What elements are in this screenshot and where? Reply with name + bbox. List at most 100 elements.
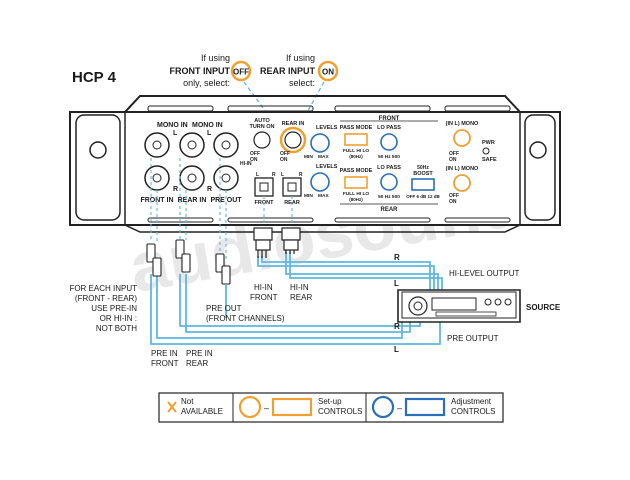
amplifier-panel <box>69 95 561 233</box>
wire-l-bottom: L <box>394 345 399 354</box>
pass-mode-label-rear: PASS MODE <box>340 168 373 174</box>
pre-in-rear-label-1: PRE IN <box>186 349 213 358</box>
diagram-title: HCP 4 <box>72 69 117 86</box>
auto-off-label: OFF <box>250 151 260 157</box>
lo-pass-knob-front[interactable] <box>380 133 398 151</box>
lo-pass-knob-rear[interactable] <box>380 173 398 191</box>
legend-setup-label-1: Set-up <box>318 397 342 406</box>
hi-front-l-label: L <box>256 172 259 178</box>
note-line-2: (FRONT - REAR) <box>75 294 137 303</box>
levels-label-rear: LEVELS <box>316 164 338 170</box>
rear-callout-if: If using <box>286 53 315 63</box>
pre-in-front-label-2: FRONT <box>151 359 179 368</box>
hi-in-label: HI-IN <box>240 161 252 167</box>
legend-adjust-label-2: CONTROLS <box>451 407 495 416</box>
auto-turn-on-switch[interactable] <box>253 131 271 149</box>
auto-turn-on-label-2: TURN ON <box>249 124 274 130</box>
safe-label: SAFE <box>482 157 497 163</box>
boost-switch[interactable] <box>411 178 435 191</box>
hi-rear-r-label: R <box>299 172 303 178</box>
rear-in-switch-highlight <box>279 126 307 154</box>
hi-in-rear-label-1: HI-IN <box>290 283 309 292</box>
mono-switch-rear[interactable] <box>453 174 471 192</box>
level-max-rear: MAX <box>318 193 329 199</box>
pass-mode-freq-front: (80Hz) <box>349 154 363 159</box>
hi-in-front-label-2: FRONT <box>250 293 278 302</box>
mono-in-label-1: MONO IN <box>157 122 188 129</box>
note-line-1: FOR EACH INPUT <box>69 284 137 293</box>
legend-setup-label-2: CONTROLS <box>318 407 362 416</box>
rear-off-label: OFF <box>280 151 290 157</box>
level-min-front: MIN <box>304 154 313 160</box>
rear-in-jack-l[interactable] <box>179 132 205 158</box>
rear-callout-tail: select: <box>289 78 315 88</box>
hi-in-rear-label-2: REAR <box>290 293 312 302</box>
rear-in-switch[interactable] <box>284 131 302 149</box>
jack-l-label-1: L <box>173 130 178 137</box>
front-in-jack-r[interactable] <box>144 165 170 191</box>
hi-in-plug-wires <box>257 250 295 258</box>
pass-mode-options-front: FULL HI LO <box>343 148 370 154</box>
boost-freq-label: 50Hz <box>417 165 429 171</box>
front-in-jack-l[interactable] <box>144 132 170 158</box>
in-l-mono-label-front: (IN L) MONO <box>446 121 479 127</box>
front-callout-state: OFF <box>233 68 249 77</box>
legend: Not AVAILABLE – Set-up CONTROLS – Adjust… <box>158 392 504 423</box>
hi-in-front-label-1: HI-IN <box>254 283 273 292</box>
pass-mode-switch-front[interactable] <box>344 133 368 146</box>
pwr-label: PWR <box>482 140 495 146</box>
in-l-mono-label-rear: (IN L) MONO <box>446 166 479 172</box>
jack-r-label-1: R <box>173 186 178 193</box>
head-unit <box>397 289 521 323</box>
hi-in-plugs <box>253 227 301 251</box>
hi-rear-l-label: L <box>281 172 284 178</box>
mono-front-off: OFF <box>449 151 459 157</box>
front-callout-if: If using <box>201 53 230 63</box>
rear-section-label: REAR <box>380 207 398 213</box>
pass-mode-switch-rear[interactable] <box>344 176 368 189</box>
levels-label-front: LEVELS <box>316 125 338 131</box>
mono-rear-off: OFF <box>449 193 459 199</box>
level-knob-front[interactable] <box>310 133 330 153</box>
rear-in-label: REAR IN <box>178 197 207 204</box>
input-note: FOR EACH INPUT (FRONT - REAR) USE PRE-IN… <box>69 284 137 333</box>
front-callout-setup-icon <box>230 60 252 82</box>
mono-rear-on: ON <box>449 199 457 205</box>
wire-r-bottom: R <box>394 322 400 331</box>
pre-out-cable-label-1: PRE OUT <box>206 304 242 313</box>
pass-mode-options-rear: FULL HI LO <box>343 191 370 197</box>
pre-out-label: PRE OUT <box>210 197 242 204</box>
pre-output-label: PRE OUTPUT <box>447 334 499 343</box>
legend-not-label-2: AVAILABLE <box>181 407 223 416</box>
source-label: SOURCE <box>526 303 561 312</box>
rear-callout-pointer <box>295 81 325 133</box>
rear-in-jack-r[interactable] <box>179 165 205 191</box>
jack-leader-lines <box>150 158 293 262</box>
note-line-5: NOT BOTH <box>96 324 137 333</box>
pwr-led-icon <box>482 147 490 155</box>
lo-pass-scale-rear: 50 Hz 500 <box>378 194 400 200</box>
hi-front-r-label: R <box>272 172 276 178</box>
jack-l-label-2: L <box>207 130 212 137</box>
note-line-3: USE PRE-IN <box>91 304 137 313</box>
pre-out-jack-l[interactable] <box>213 132 239 158</box>
pre-in-front-label-1: PRE IN <box>151 349 178 358</box>
level-knob-rear[interactable] <box>310 172 330 192</box>
auto-turn-on-label-1: AUTO <box>254 118 270 124</box>
front-section-label: FRONT <box>379 116 400 122</box>
mono-in-label-2: MONO IN <box>192 122 223 129</box>
rca-plugs <box>146 239 231 285</box>
legend-dash-1: – <box>264 403 269 413</box>
legend-setup-circle-icon <box>238 395 262 419</box>
hi-in-rear-connector[interactable] <box>282 177 302 197</box>
mono-switch-front[interactable] <box>453 129 471 147</box>
pre-out-jack-r[interactable] <box>213 165 239 191</box>
rear-callout-name: REAR INPUT <box>260 66 316 76</box>
front-callout-name: FRONT INPUT <box>170 66 231 76</box>
rear-callout-setup-icon <box>317 60 339 82</box>
jack-r-label-2: R <box>207 186 212 193</box>
rear-in-switch-label: REAR IN <box>282 121 305 127</box>
mono-front-on: ON <box>449 157 457 163</box>
hi-in-front-connector[interactable] <box>254 177 274 197</box>
